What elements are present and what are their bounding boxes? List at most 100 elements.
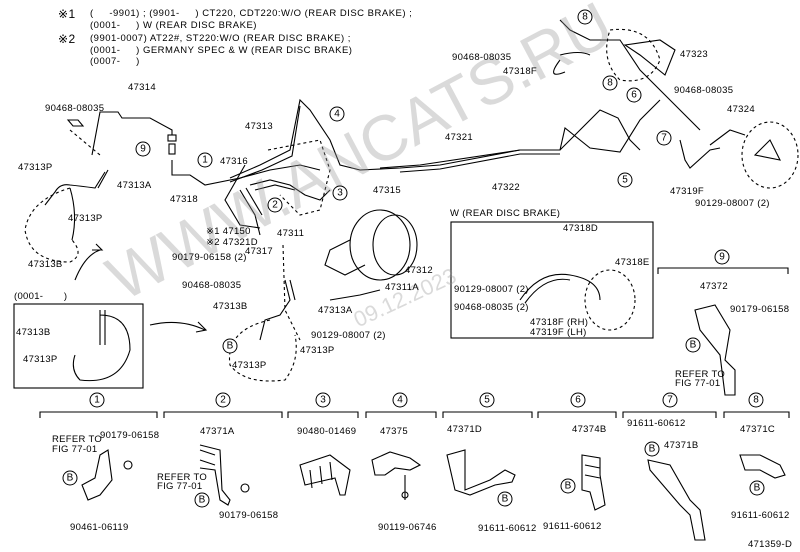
part-label: 47313P (232, 360, 267, 371)
part-label: 90468-08035 (45, 103, 105, 114)
part-label: 91611-60612 (731, 510, 790, 521)
part-label: 91611-60612 (543, 521, 602, 532)
part-label: 47322 (492, 182, 520, 193)
part-label: 90179-06158 (219, 510, 279, 521)
part-label: 47313B (16, 327, 51, 338)
callout-circle: 8 (748, 392, 764, 408)
ref-b-circle: B (222, 338, 238, 354)
part-label: 47374B (572, 424, 607, 435)
note-mark: ※2 (58, 32, 76, 46)
callout-circle: 9 (714, 249, 730, 265)
clamp-47371D (446, 449, 516, 496)
clamp-47375 (371, 451, 422, 500)
part-label: 90119-06746 (378, 522, 437, 533)
front-disc-left (24, 187, 79, 263)
part-label: 47371A (200, 426, 235, 437)
brake-line-47314 (91, 111, 173, 156)
part-label: 47319F (670, 186, 705, 197)
note-line: (0001- ) GERMANY SPEC & W (REAR DISC BRA… (90, 45, 353, 56)
part-label: 90468-08035 (674, 85, 734, 96)
group-brackets (39, 411, 790, 418)
part-label: 47315 (373, 185, 401, 196)
part-label: 47324 (727, 104, 755, 115)
part-label: 47313P (18, 162, 53, 173)
callout-circle: 2 (267, 197, 283, 213)
note-line: (0007- ) (90, 56, 140, 67)
part-label: 90179-06158 (100, 430, 160, 441)
part-label: 47318 (170, 194, 198, 205)
part-label: 47375 (380, 426, 408, 437)
ref-b-circle: B (560, 478, 576, 494)
rear-brake-line-47321 (379, 99, 661, 169)
part-label: 47318F (RH) (530, 317, 589, 328)
part-label: 47313P (68, 213, 103, 224)
part-label: 47313P (23, 354, 58, 365)
part-label: 47318D (563, 223, 599, 234)
note-line: (0001- ) W (REAR DISC BRAKE) (90, 20, 257, 31)
hose-47318F (553, 51, 591, 75)
part-label: FIG 77-01 (675, 378, 721, 389)
callout-circle: 8 (577, 9, 593, 25)
part-label: 47321 (445, 132, 473, 143)
part-label: 47316 (220, 156, 248, 167)
part-label: 47313B (28, 259, 63, 270)
backing-plate-47323 (623, 39, 676, 76)
inset-box (13, 303, 144, 389)
callout-circle: 4 (392, 392, 408, 408)
callout-circle: 6 (570, 392, 586, 408)
part-label: ※2 47321D (206, 237, 258, 248)
part-label: 471359-D (748, 539, 793, 550)
note-line: ( -9901) ; (9901- ) CT220, CDT220:W/O (R… (90, 8, 413, 19)
part-label: W (REAR DISC BRAKE) (450, 208, 561, 219)
part-label: 90480-01469 (297, 426, 357, 437)
clamp-47371C (739, 454, 786, 479)
callout-circle: 7 (656, 130, 672, 146)
part-label: 47318F (503, 66, 538, 77)
part-label: 47371D (447, 424, 483, 435)
part-label: 47311 (277, 228, 305, 239)
part-label: 91611-60612 (627, 418, 686, 429)
part-label: 90129-08007 (2) (695, 198, 770, 209)
part-label: 90461-06119 (70, 522, 129, 533)
part-label: 90179-06158 (2) (172, 252, 247, 263)
part-label: 47311A (385, 282, 419, 293)
part-label: 47371C (740, 424, 776, 435)
part-label: REFER TO (52, 434, 103, 445)
callout-circle: 4 (329, 106, 345, 122)
ref-b-circle: B (194, 492, 210, 508)
part-label: REFER TO (675, 369, 726, 380)
part-label: 90129-08007 (2) (311, 330, 386, 341)
clamp-1 (81, 449, 113, 501)
ref-b-circle: B (644, 441, 660, 457)
rear-disc-right-top (606, 28, 661, 82)
part-label: 47312 (405, 265, 433, 276)
part-label: ※1 47150 (206, 226, 251, 237)
part-label: 90468-08035 (2) (454, 302, 529, 313)
callout-circle: 8 (602, 75, 618, 91)
group-9-bracket (657, 267, 789, 274)
part-label: (0001- ) (14, 291, 68, 302)
callout-circle: 3 (315, 392, 331, 408)
dashed-lead (69, 129, 101, 156)
part-label: FIG 77-01 (52, 444, 98, 455)
hose-47319F (679, 139, 721, 169)
part-label: 47313P (300, 345, 335, 356)
callout-circle: 1 (89, 392, 105, 408)
ref-b-circle: B (685, 337, 701, 353)
callout-circle: 3 (332, 185, 348, 201)
part-label: 90468-08035 (182, 280, 242, 291)
part-label: 47313A (318, 305, 353, 316)
part-label: FIG 77-01 (157, 481, 203, 492)
part-label: 47313B (213, 301, 248, 312)
callout-circle: 7 (662, 392, 678, 408)
part-label: REFER TO (157, 472, 208, 483)
callout-circle: 6 (626, 87, 642, 103)
brake-lines-47316 (229, 98, 641, 179)
part-label: 90179-06158 (730, 304, 790, 315)
ref-b-circle: B (497, 491, 513, 507)
callout-circle: 1 (197, 152, 213, 168)
part-label: 47318E (615, 257, 650, 268)
rear-disc-right (741, 121, 799, 189)
callout-circle: 9 (135, 141, 151, 157)
